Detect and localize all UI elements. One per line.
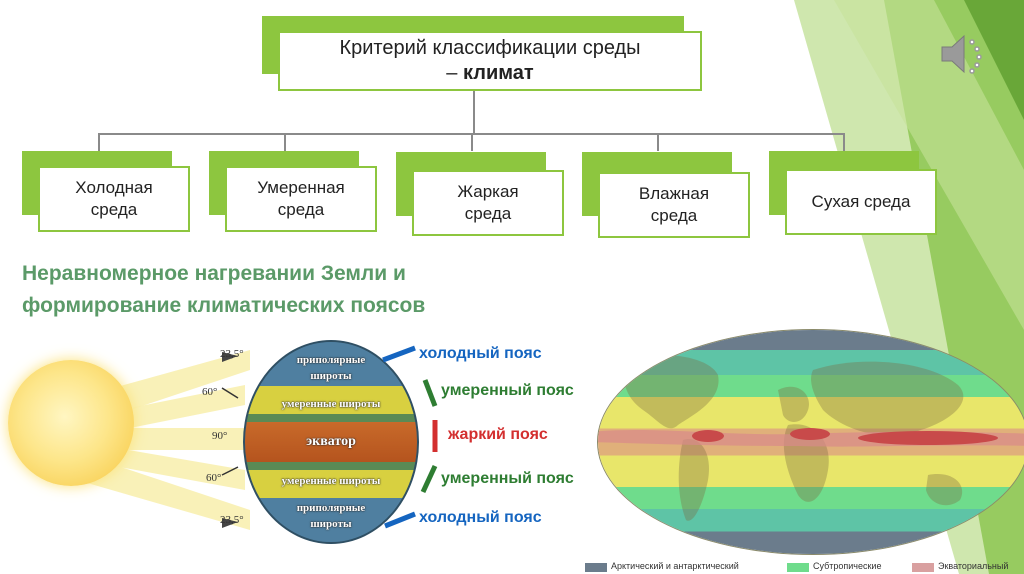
legend-equatorial: Экваториальный: [938, 561, 1009, 571]
band-equator: экватор: [306, 434, 356, 449]
heading-line1: Неравномерное нагревании Земли и: [22, 262, 406, 285]
criterion-climate: климат: [462, 62, 534, 84]
heading-line2: формирование климатических поясов: [22, 294, 426, 317]
connector-cat2: [284, 133, 286, 151]
zone-markers: [382, 345, 438, 529]
zone-cold-bottom: холодный пояс: [419, 509, 542, 526]
band-temperate-top: умеренные широты: [281, 398, 381, 410]
category-humid: Влажная среда: [598, 172, 750, 238]
band-temperate-bottom: умеренные широты: [281, 475, 381, 487]
category-cold: Холодная среда: [38, 166, 190, 232]
zone-temperate-top: умеренный пояс: [441, 382, 574, 399]
legend-swatch-subtropical: [787, 563, 809, 572]
connector-cat5: [843, 133, 845, 151]
connector-cat4: [657, 133, 659, 151]
angle-label: 60°: [206, 472, 222, 484]
climate-map-image: [597, 329, 1024, 555]
band-polar-bottom: приполярные ширoты: [296, 502, 366, 530]
angle-label: 60°: [202, 386, 218, 398]
angle-label: 90°: [212, 430, 228, 442]
section-heading: Неравномерное нагревании Земли и формиро…: [22, 258, 562, 322]
globe-image: приполярные ширoты умеренные широты эква…: [243, 340, 419, 544]
zone-cold-top: холодный пояс: [419, 345, 542, 362]
legend-swatch-arctic: [585, 563, 607, 572]
connector-cat3: [471, 133, 473, 151]
category-temperate: Умеренная среда: [225, 166, 377, 232]
angle-label: 23,5°: [220, 514, 244, 526]
criterion-line2: – климат: [446, 62, 534, 84]
category-hot: Жаркая среда: [412, 170, 564, 236]
legend-arctic: Арктический и антарктический: [611, 561, 739, 571]
legend-swatch-equatorial: [912, 563, 934, 572]
category-dry: Сухая среда: [785, 169, 937, 235]
legend-subtropical: Субтропические: [813, 561, 882, 571]
angle-label: 23,5°: [220, 348, 244, 360]
speaker-icon[interactable]: [938, 32, 988, 76]
criterion-line1: Критерий классификации среды: [339, 37, 641, 59]
zone-hot: жаркий пояс: [448, 426, 548, 443]
connector-cat1: [98, 133, 100, 151]
sun-image: [8, 360, 134, 486]
band-polar-top: приполярные ширoты: [296, 354, 366, 382]
criterion-box: Критерий классификации среды – климат: [278, 31, 702, 91]
zone-temperate-bottom: умеренный пояс: [441, 470, 574, 487]
connector-vertical: [473, 91, 475, 134]
